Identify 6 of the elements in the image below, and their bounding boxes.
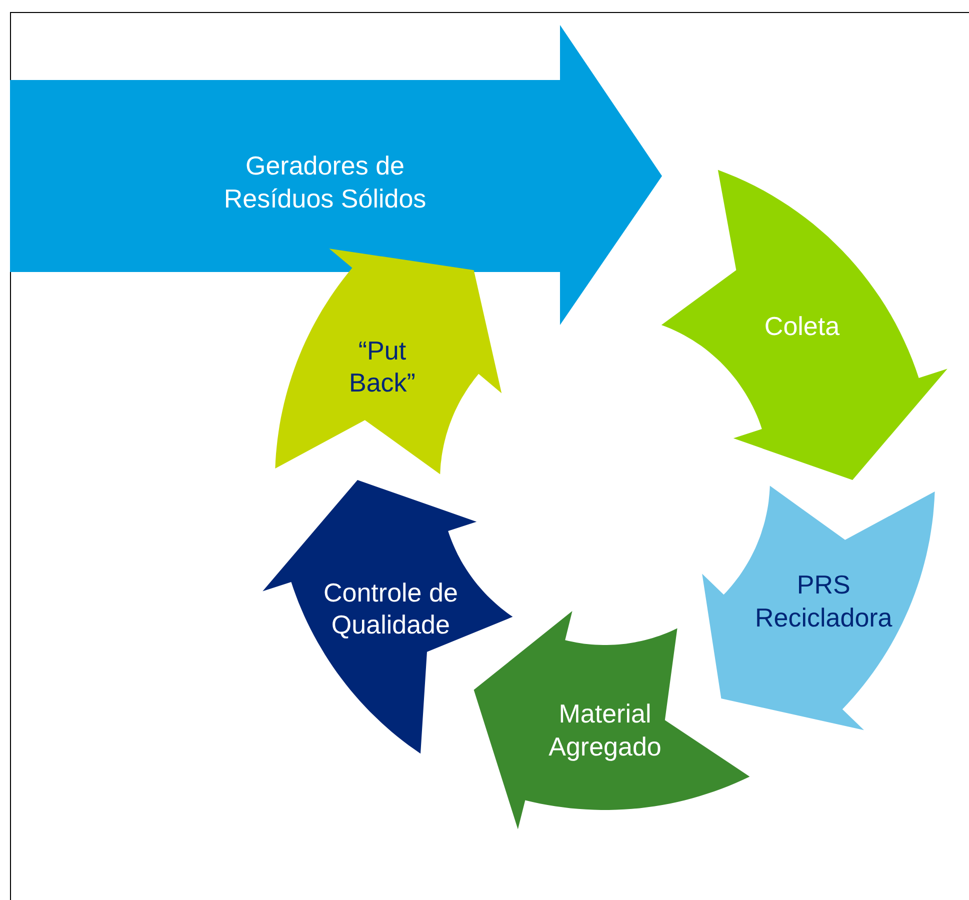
step-label: Controle de Qualidade xyxy=(322,576,459,642)
step-label: “Put Back” xyxy=(348,334,416,399)
step-label: Material Agregado xyxy=(548,698,662,762)
step-label: Geradores de Resíduos Sólidos xyxy=(222,150,428,214)
step-label: PRS Recicladora xyxy=(754,568,894,634)
step-label: Coleta xyxy=(763,310,841,342)
